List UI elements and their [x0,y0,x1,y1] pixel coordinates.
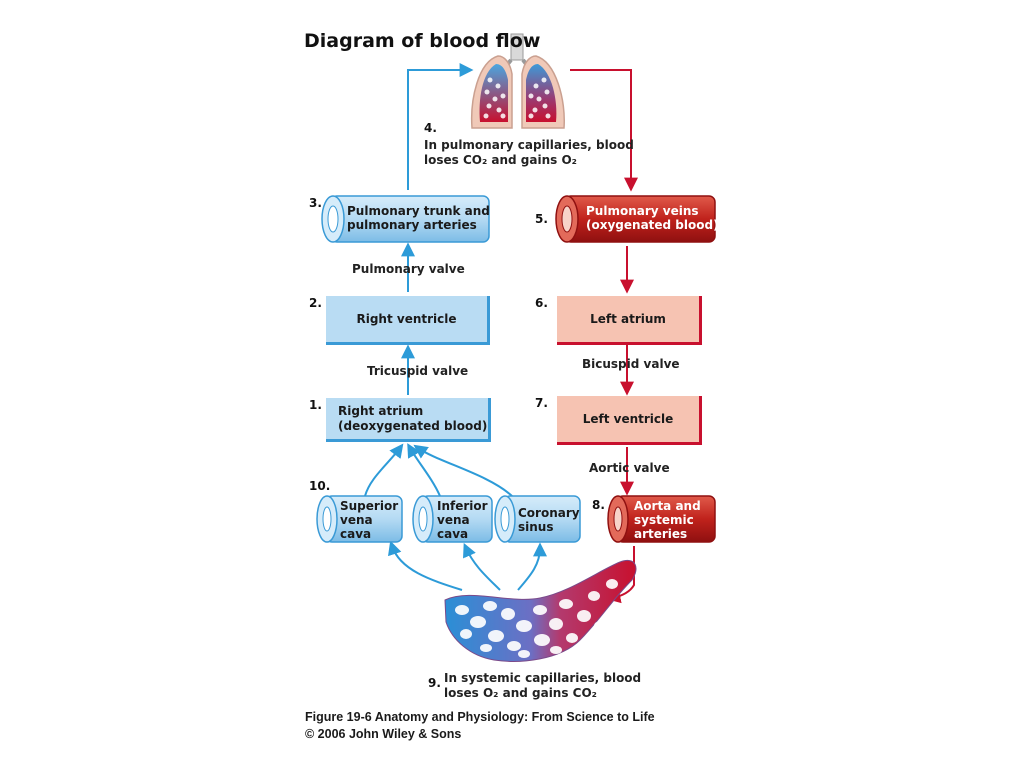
coronary-sinus-label: Coronary sinus [518,506,580,534]
step-5-label: Pulmonary veins (oxygenated blood) [586,204,719,232]
arrow-svc-to-ra [364,443,404,497]
inferior-vena-cava-tube [412,495,493,543]
right-ventricle-box: Right ventricle [326,296,490,345]
step-7-number: 7. [535,396,548,410]
step-4-number: 4. [424,121,437,135]
right-atrium-box: Right atrium (deoxygenated blood) [326,398,491,442]
arrow-bed-to-ivc [463,542,501,591]
step-6-number: 6. [535,296,548,310]
arrow-bed-to-svc [388,540,463,591]
superior-vena-cava-tube [316,495,403,543]
left-atrium-box: Left atrium [557,296,702,345]
arrow-ivc-to-ra [407,443,441,497]
step-3-label: Pulmonary trunk and pulmonary arteries [347,204,490,232]
systemic-capillary-bed-icon [444,560,637,662]
step-9-label: In systemic capillaries, blood loses O₂ … [444,671,642,700]
left-ventricle-box: Left ventricle [557,396,702,445]
step-4-label: In pulmonary capillaries, blood loses CO… [424,138,634,167]
step-1-number: 1. [309,398,322,412]
step-5-number: 5. [535,212,548,226]
superior-vena-cava-label: Superior vena cava [340,499,399,541]
arrow-to-pulmonary-veins [570,69,638,192]
step-3-number: 3. [309,196,322,210]
arrow-to-lungs [407,63,474,190]
pulmonary-valve-label: Pulmonary valve [352,262,465,276]
aortic-valve-label: Aortic valve [589,461,670,475]
diagram-title: Diagram of blood flow [304,30,541,52]
inferior-vena-cava-label: Inferior vena cava [437,499,488,541]
step-9-number: 9. [428,676,441,690]
pulmonary-trunk-tube [321,195,490,243]
copyright-caption: © 2006 John Wiley & Sons [305,727,462,741]
step-10-number: 10. [309,479,331,493]
pulmonary-veins-tube [555,195,716,243]
arrow-cs-to-ra [413,444,513,497]
lungs-icon [470,33,565,129]
arrow-bed-to-cs [517,542,547,591]
step-2-number: 2. [309,296,322,310]
aorta-label: Aorta and systemic arteries [634,499,701,541]
aorta-tube [607,495,716,543]
tricuspid-valve-label: Tricuspid valve [367,364,469,378]
figure-caption: Figure 19-6 Anatomy and Physiology: From… [305,710,655,724]
coronary-sinus-tube [494,495,581,543]
step-8-number: 8. [592,498,605,512]
bicuspid-valve-label: Bicuspid valve [582,357,680,371]
